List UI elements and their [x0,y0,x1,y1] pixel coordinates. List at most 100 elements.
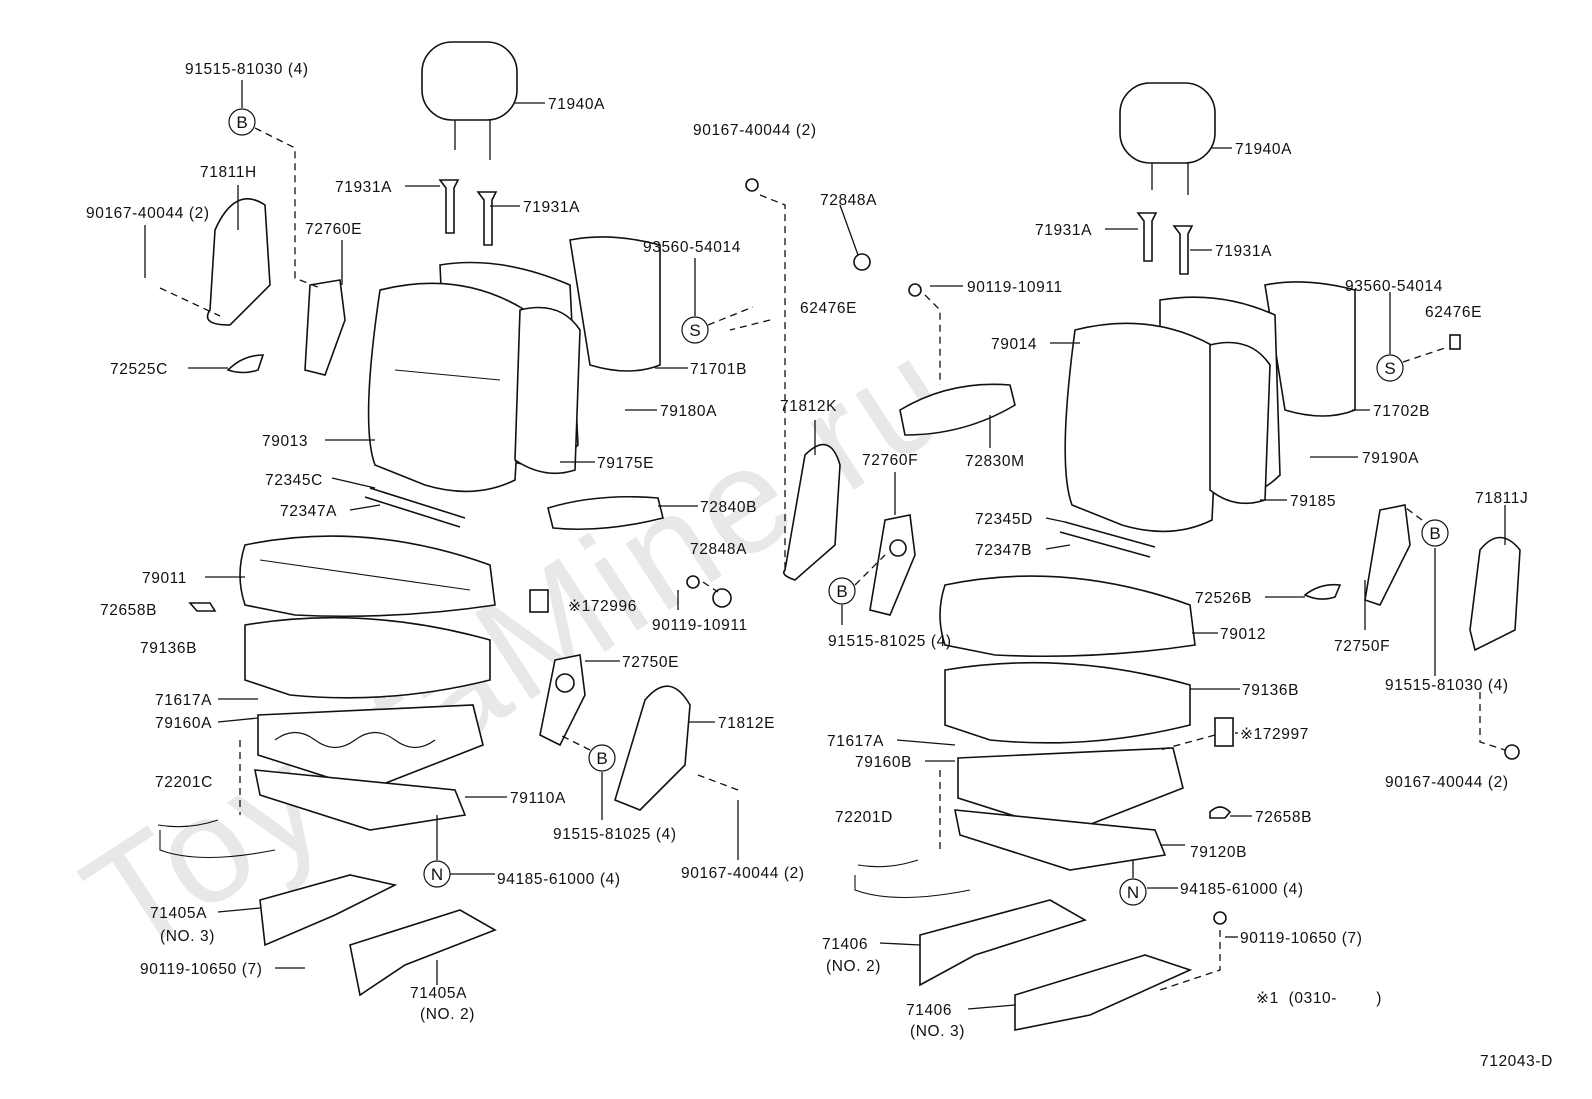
part-label: 90119-10650 (7) [140,961,262,978]
part-label: 71931A [335,179,392,196]
shield-71812K [782,443,841,581]
leader-lines [144,80,1506,1010]
part-label: 90167-40044 (2) [1385,774,1509,791]
callout-b-3: B [828,577,856,605]
labels-center: 72848A 90119-10911 71812K 72760F 72830M … [780,192,1063,650]
right-seat-drawing [854,82,1521,1031]
svg-text:B: B [836,582,847,601]
part-label: 93560-54014 [643,239,741,256]
hinge-72750E [539,654,586,747]
left-seat-drawing [157,41,732,997]
part-label: 72345D [975,511,1033,528]
callout-b-4: B [1421,519,1449,547]
part-label: 71931A [523,199,580,216]
leg-no2-right [919,899,1087,987]
callout-s-2: S [1376,354,1404,382]
part-label: 72201C [155,774,213,791]
seat-cushion-left [239,535,496,618]
svg-text:S: S [1384,359,1395,378]
part-label: 71617A [827,733,884,750]
part-label: 71617A [155,692,212,709]
part-label: 93560-54014 [1345,278,1443,295]
seatback-frame-left [569,236,661,372]
part-label: 79136B [140,640,197,657]
callout-n-1: N [423,860,451,888]
part-label: 79185 [1290,493,1336,510]
part-label: (NO. 2) [826,958,881,975]
seat-rail-left [254,769,467,831]
part-label: 72201D [835,809,893,826]
hinge-72760E [304,279,346,376]
part-label: 72848A [820,192,877,209]
part-label: 91515-81025 (4) [553,826,677,843]
hinge-72760F [869,514,916,616]
part-label: 72525C [110,361,168,378]
part-label: 79120B [1190,844,1247,861]
svg-text:N: N [431,865,443,884]
seat-rail-right [954,809,1167,871]
part-label: 90119-10911 [967,279,1063,296]
part-label: 71812E [718,715,775,732]
seatback-left [367,282,526,493]
svg-text:B: B [596,749,607,768]
labels-left: 91515-81030 (4) 71811H 90167-40044 (2) 7… [86,61,857,1023]
part-label: 91515-81030 (4) [185,61,309,78]
labels-right: 71940A 71931A 71931A 93560-54014 62476E … [822,141,1528,1040]
shield-71812E [614,685,691,811]
seatback-frame-right [1264,281,1356,417]
callout-b-1: B [228,108,256,136]
headrest-left [421,41,518,121]
part-label: 72830M [965,453,1025,470]
part-label: 79160A [155,715,212,732]
part-label: 79013 [262,433,308,450]
callout-s-1: S [681,316,709,344]
part-label: 90119-10911 [652,617,748,634]
seatback-right [1064,322,1221,533]
part-label: (NO. 3) [160,928,215,945]
part-label: ※172997 [1240,726,1309,743]
part-label: 79160B [855,754,912,771]
part-label: 79175E [597,455,654,472]
part-label: 90167-40044 (2) [681,865,805,882]
part-label: 71702B [1373,403,1430,420]
part-label: ※172996 [568,598,637,615]
part-label: 72658B [1255,809,1312,826]
part-label: 71405A [150,905,207,922]
svg-text:B: B [236,113,247,132]
part-label: 94185-61000 (4) [1180,881,1304,898]
part-label: 71406 [822,936,868,953]
part-label: 90167-40044 (2) [693,122,817,139]
part-label: 71811J [1475,490,1528,507]
part-label: 72526B [1195,590,1252,607]
svg-text:N: N [1127,883,1139,902]
leg-no3-right [1014,954,1193,1031]
part-label: 90167-40044 (2) [86,205,210,222]
part-label: 72347A [280,503,337,520]
part-label: 90119-10650 (7) [1240,930,1362,947]
part-label: 71931A [1035,222,1092,239]
svg-text:S: S [689,321,700,340]
hinge-72750F [1364,504,1411,606]
headrest-right [1119,82,1216,164]
part-label: 71811H [200,164,257,181]
leg-no2-left [349,909,497,997]
part-label: 72760F [862,452,918,469]
part-label: 62476E [800,300,857,317]
part-label: 71701B [690,361,747,378]
part-label: 72750E [622,654,679,671]
part-label: 79014 [991,336,1037,353]
part-label: (NO. 2) [420,1006,475,1023]
part-label: 79136B [1242,682,1299,699]
center-drawing [686,178,1016,616]
callout-n-2: N [1119,878,1147,906]
part-label: 72750F [1334,638,1390,655]
part-label: 79011 [142,570,187,587]
part-label: 79180A [660,403,717,420]
armrest-pad-72840B [547,495,664,531]
callout-b-2: B [588,744,616,772]
part-label: 79012 [1220,626,1266,643]
diagram-code: 712043-D [1480,1053,1553,1070]
part-label: 71940A [1235,141,1292,158]
part-label: 71931A [1215,243,1272,260]
